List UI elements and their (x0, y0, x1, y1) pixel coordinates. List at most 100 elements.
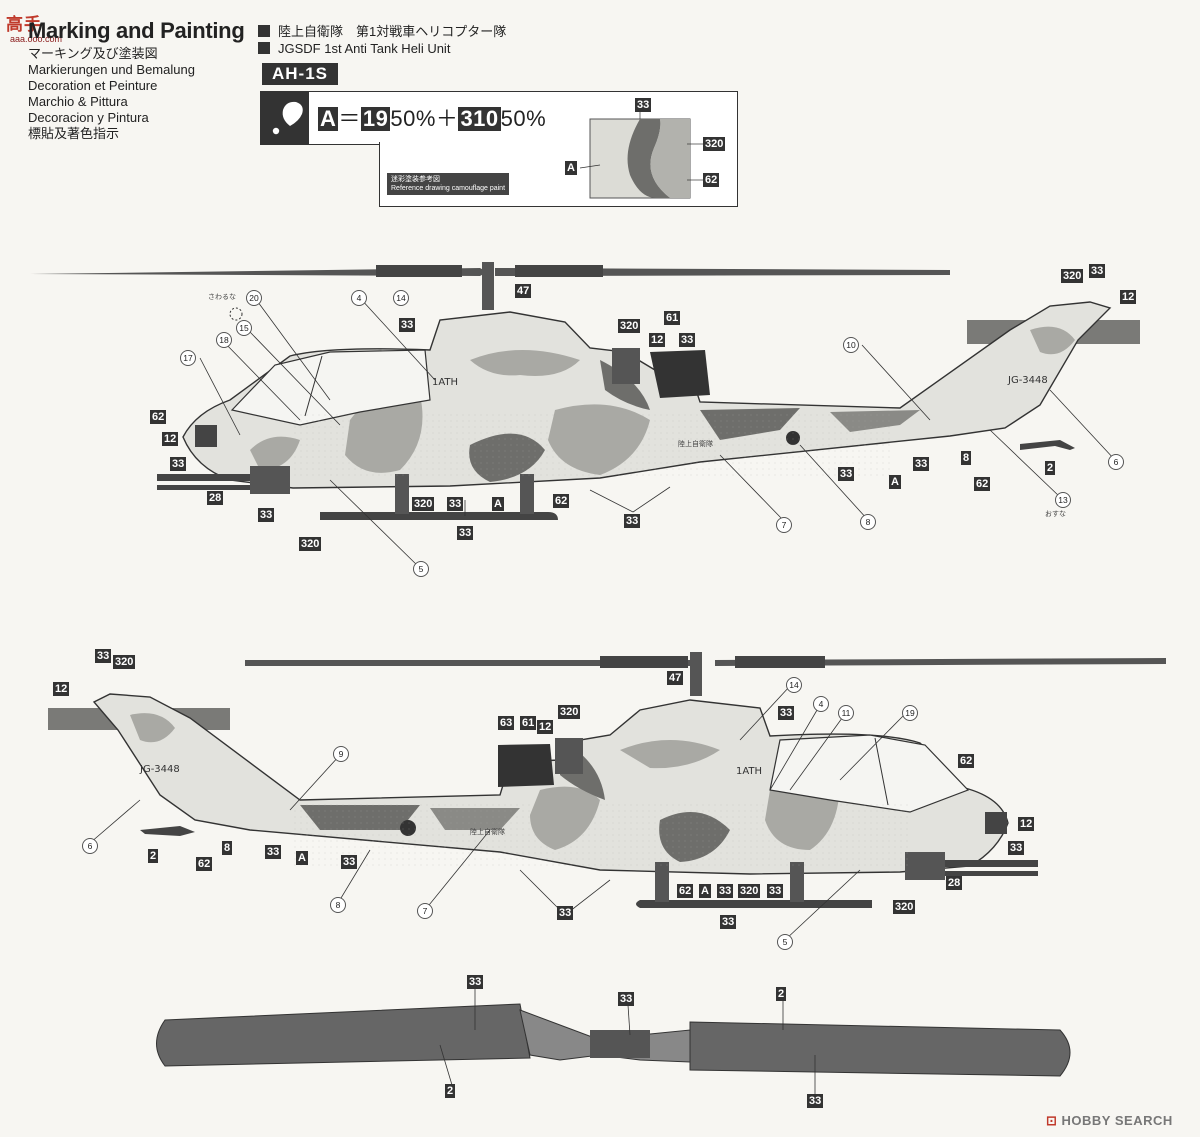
callout-code: 33 (720, 915, 737, 929)
callout-code: 33 (1089, 264, 1106, 278)
callout-code: 33 (265, 845, 282, 859)
model-badge: AH-1S (262, 63, 338, 85)
camo-label-A: A (565, 161, 577, 175)
callout-code: 33 (624, 514, 641, 528)
unit-mark-bottom: 1ATH (736, 766, 762, 777)
decal-number: 4 (813, 696, 829, 712)
decal-number: 17 (180, 350, 196, 366)
callout-code: 33 (457, 526, 474, 540)
decal-number: 6 (82, 838, 98, 854)
decal-number: 10 (843, 337, 859, 353)
camo-label-320: 320 (703, 137, 726, 151)
camo-label-33: 33 (635, 98, 652, 112)
callout-code: 320 (618, 319, 641, 333)
callout-code: A (492, 497, 504, 511)
callout-code: 12 (162, 432, 179, 446)
decal-number: 9 (333, 746, 349, 762)
decal-number: 19 (902, 705, 918, 721)
callout-code: 63 (498, 716, 515, 730)
callout-code: 33 (838, 467, 855, 481)
helicopter-side-right (48, 652, 1166, 908)
watermark: ⊡ HOBBY SEARCH (1046, 1113, 1173, 1128)
decal-number: 13 (1055, 492, 1071, 508)
callout-code: 2 (148, 849, 159, 863)
decal-number: 20 (246, 290, 262, 306)
callout-code: 28 (207, 491, 224, 505)
camo-reference-caption: 迷彩塗装参考図 Reference drawing camouflage pai… (387, 173, 510, 195)
title-line-it: Marchio & Pittura (28, 94, 128, 109)
callout-code: A (296, 851, 308, 865)
title-line-fr: Decoration et Peinture (28, 78, 158, 93)
callout-code: 320 (113, 655, 136, 669)
paint-mix-formula: A＝1950%＋31050% (318, 106, 547, 131)
warning-push-top: おすな (1045, 510, 1066, 518)
callout-code: 47 (667, 671, 684, 685)
kanji-mark-top: 陸上自衛隊 (678, 439, 713, 448)
callout-code: 2 (445, 1084, 456, 1098)
serial-top: JG-3448 (1007, 375, 1048, 386)
warning-touch-top: さわるな (208, 293, 236, 301)
callout-code: 320 (558, 705, 581, 719)
callout-code: 61 (664, 311, 681, 325)
callout-code: 12 (53, 682, 70, 696)
callout-code: 33 (341, 855, 358, 869)
callout-code: 12 (649, 333, 666, 347)
callout-code: 33 (258, 508, 275, 522)
callout-code: 33 (717, 884, 734, 898)
callout-code: 33 (913, 457, 930, 471)
decal-number: 5 (413, 561, 429, 577)
callout-code: 33 (467, 975, 484, 989)
serial-bottom: JG-3448 (139, 764, 180, 775)
decal-number: 6 (1108, 454, 1124, 470)
decal-number: 8 (330, 897, 346, 913)
camo-swatch (579, 110, 703, 199)
decal-number: 18 (216, 332, 232, 348)
callout-code: 33 (807, 1094, 824, 1108)
callout-code: 28 (946, 876, 963, 890)
callout-code: 61 (520, 716, 537, 730)
decal-number: 5 (777, 934, 793, 950)
callout-code: 62 (196, 857, 213, 871)
callout-code: 12 (537, 720, 554, 734)
callout-code: 33 (778, 706, 795, 720)
callout-code: 2 (1045, 461, 1056, 475)
unit-name-en: JGSDF 1st Anti Tank Heli Unit (258, 41, 450, 56)
rotor-blade-top-view (156, 1003, 1071, 1077)
decal-number: 8 (860, 514, 876, 530)
title-translations: マーキング及び塗装図 Markierungen und Bemalung Dec… (28, 46, 195, 142)
callout-code: 33 (618, 992, 635, 1006)
decal-number: 15 (236, 320, 252, 336)
callout-code: 12 (1018, 817, 1035, 831)
callout-code: 33 (399, 318, 416, 332)
decal-number: 14 (393, 290, 409, 306)
page-title: Marking and Painting (28, 18, 245, 43)
title-line-de: Markierungen und Bemalung (28, 62, 195, 77)
callout-code: 2 (776, 987, 787, 1001)
callout-code: A (889, 475, 901, 489)
callout-code: 62 (553, 494, 570, 508)
callout-code: 62 (150, 410, 167, 424)
unit-mark-top: 1ATH (432, 377, 458, 388)
decal-number: 14 (786, 677, 802, 693)
kanji-mark-bottom: 陸上自衛隊 (470, 827, 505, 836)
callout-code: 33 (767, 884, 784, 898)
title-line-zh: 標貼及著色指示 (28, 126, 120, 141)
callout-code: 33 (679, 333, 696, 347)
callout-code: 320 (893, 900, 916, 914)
title-line-jp: マーキング及び塗装図 (28, 46, 158, 61)
callout-code: 33 (95, 649, 112, 663)
callout-code: 12 (1120, 290, 1137, 304)
decal-number: 7 (417, 903, 433, 919)
title-line-es: Decoracion y Pintura (28, 110, 149, 125)
decal-number: 11 (838, 705, 854, 721)
helicopter-side-left (30, 262, 1140, 520)
callout-code: 62 (677, 884, 694, 898)
mix-code: A (318, 106, 339, 131)
callout-code: A (699, 884, 711, 898)
callout-code: 320 (412, 497, 435, 511)
callout-code: 320 (299, 537, 322, 551)
unit-name-jp: 陸上自衛隊 第1対戦車ヘリコプター隊 (258, 21, 506, 40)
mix-color-1: 19 (360, 106, 391, 131)
camo-label-62: 62 (703, 173, 720, 187)
